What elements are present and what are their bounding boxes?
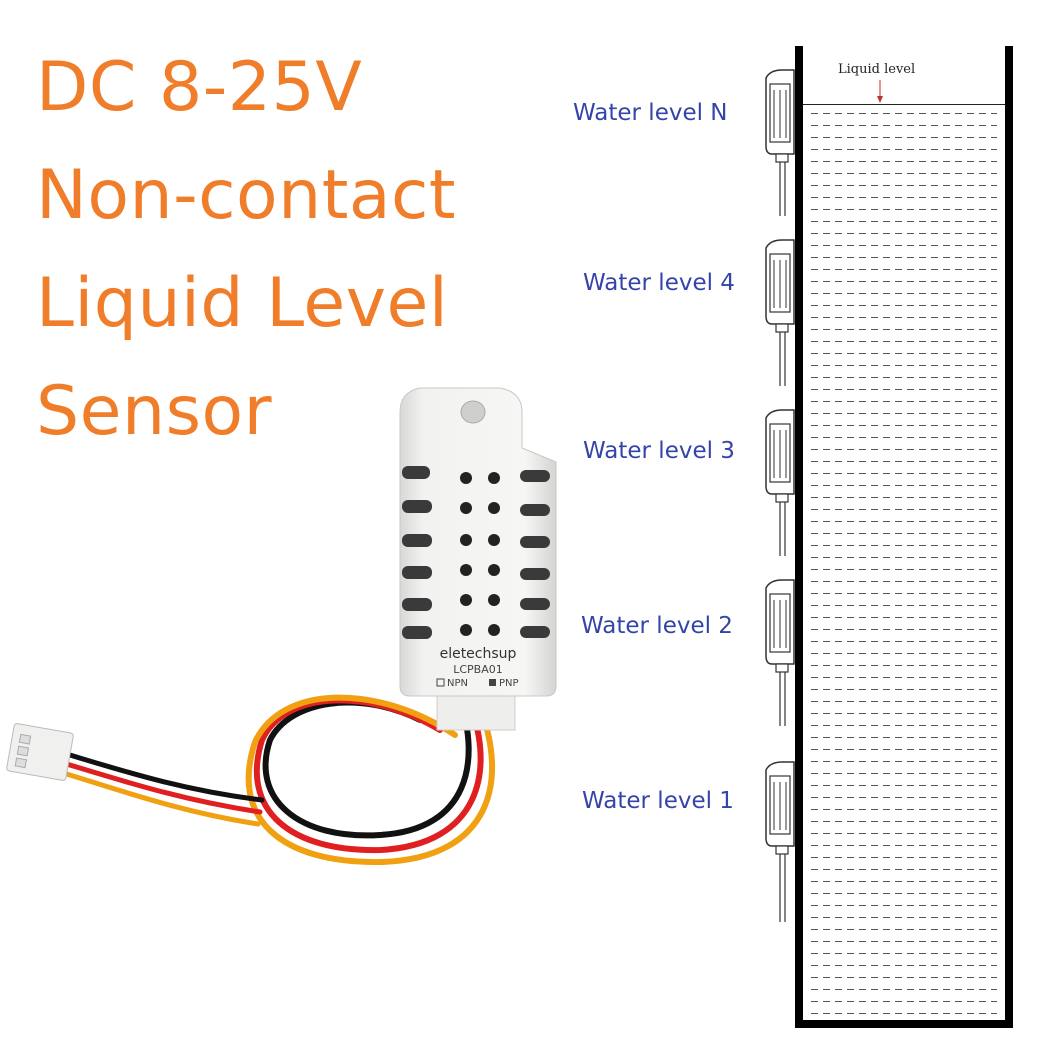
headline-line-4: Sensor: [36, 372, 273, 451]
product-brand-text: eletechsup: [440, 646, 517, 662]
liquid-level-label: Liquid level: [838, 62, 916, 77]
tank-diagram: [795, 46, 1013, 1028]
product-pnp-text: PNP: [499, 678, 519, 689]
water-level-label-3: Water level 3: [583, 438, 735, 464]
headline-line-2: Non-contact: [36, 156, 457, 235]
water-level-label-1: Water level 1: [582, 788, 734, 814]
headline-line-1: DC 8-25V: [36, 48, 363, 127]
water-level-label-2: Water level 2: [581, 613, 733, 639]
product-npn-text: NPN: [447, 678, 468, 689]
sensor-probe-icon: [765, 239, 795, 386]
water-body: [803, 104, 1005, 1020]
sensor-probe-icon: [765, 579, 795, 726]
sensor-probe-icon: [765, 409, 795, 556]
sensor-probe-icon: [765, 761, 795, 922]
product-model-text: LCPBA01: [453, 663, 503, 676]
headline: DC 8-25V Non-contact Liquid Level Sensor: [36, 34, 456, 466]
water-level-label-n: Water level N: [573, 100, 728, 126]
water-level-label-4: Water level 4: [583, 270, 735, 296]
headline-line-3: Liquid Level: [36, 264, 449, 343]
liquid-level-arrow-icon: [877, 80, 883, 103]
sensor-module-image: eletechsup LCPBA01 NPN PNP: [6, 387, 557, 866]
sensor-probe-icon: [765, 69, 795, 216]
water-dashes: [811, 113, 997, 1014]
